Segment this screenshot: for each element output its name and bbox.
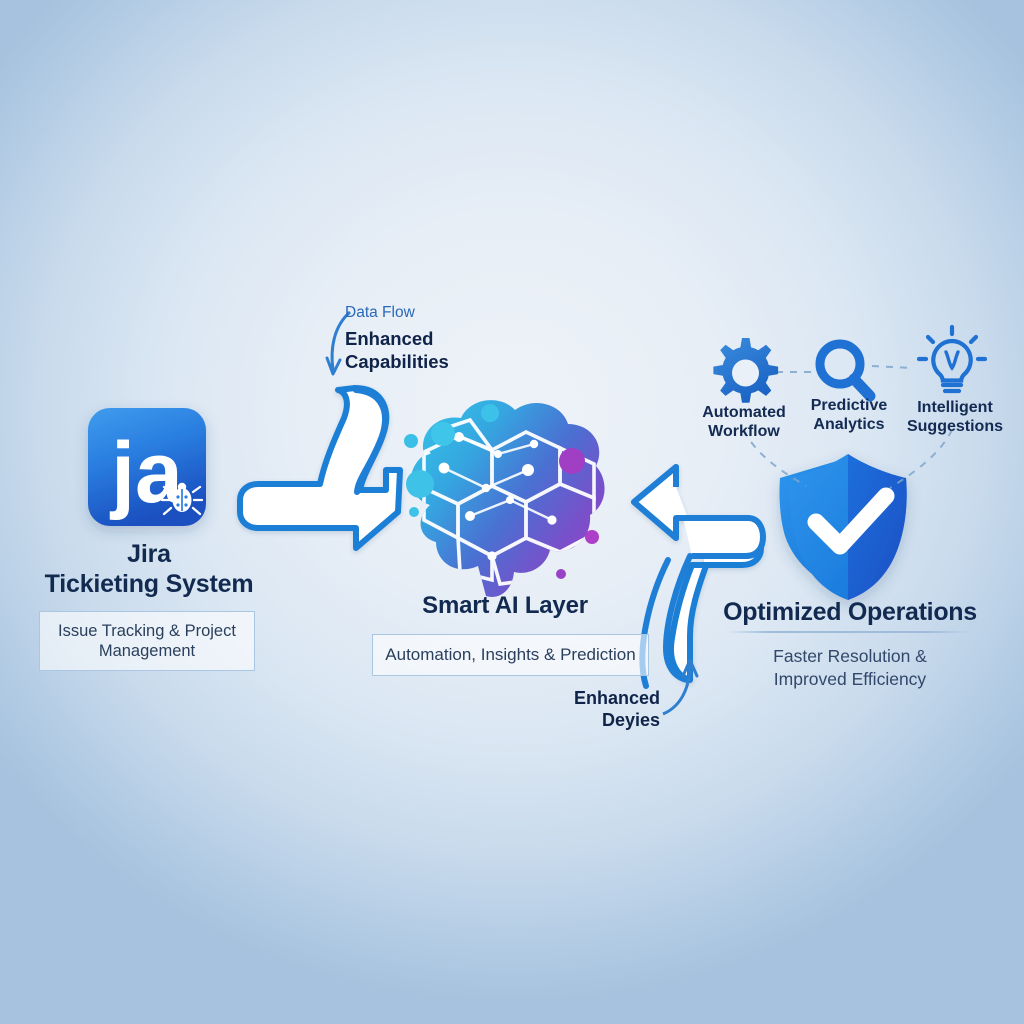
center-node-title: Smart AI Layer	[422, 592, 588, 619]
annotation-data-flow: Data Flow	[345, 304, 415, 321]
curved-arrow-left-icon	[631, 464, 766, 689]
capability-label-intelligent-suggestions: Intelligent Suggestions	[906, 399, 1003, 435]
annotation-enhanced-capabilities: Enhanced Capabilities	[345, 328, 449, 372]
svg-text:ja: ja	[109, 425, 184, 521]
outcome-node-subtitle: Faster Resolution & Improved Efficiency	[773, 646, 927, 690]
outcome-node-title: Optimized Operations	[723, 598, 977, 626]
capability-label-automated-workflow: Automated Workflow	[702, 404, 786, 440]
bug-icon	[160, 482, 204, 516]
jira-tile-glyph: ja	[109, 425, 184, 521]
curved-arrow-right-body	[353, 387, 388, 495]
dashed-connectors	[743, 365, 953, 489]
gear-icon	[713, 338, 779, 403]
shield-check-icon	[779, 454, 907, 600]
outcome-node-divider	[726, 631, 972, 633]
magnifier-icon	[815, 339, 876, 402]
ai-brain-network-icon	[404, 400, 605, 597]
curved-arrow-right-icon	[237, 385, 403, 551]
brain-node-dots	[404, 404, 599, 579]
lightbulb-icon	[916, 324, 988, 394]
source-node-subtitle-chip: Issue Tracking & Project Management	[39, 611, 255, 671]
data-flow-annotation-arrow	[325, 310, 352, 376]
capability-label-predictive-analytics: Predictive Analytics	[810, 397, 888, 433]
annotation-enhanced-devices: Enhanced Deyies	[573, 688, 660, 730]
center-node-subtitle-chip: Automation, Insights & Prediction	[372, 634, 649, 676]
source-node-title: Jira Tickieting System	[44, 540, 254, 598]
enhanced-devices-annotation-arrow	[662, 658, 699, 716]
